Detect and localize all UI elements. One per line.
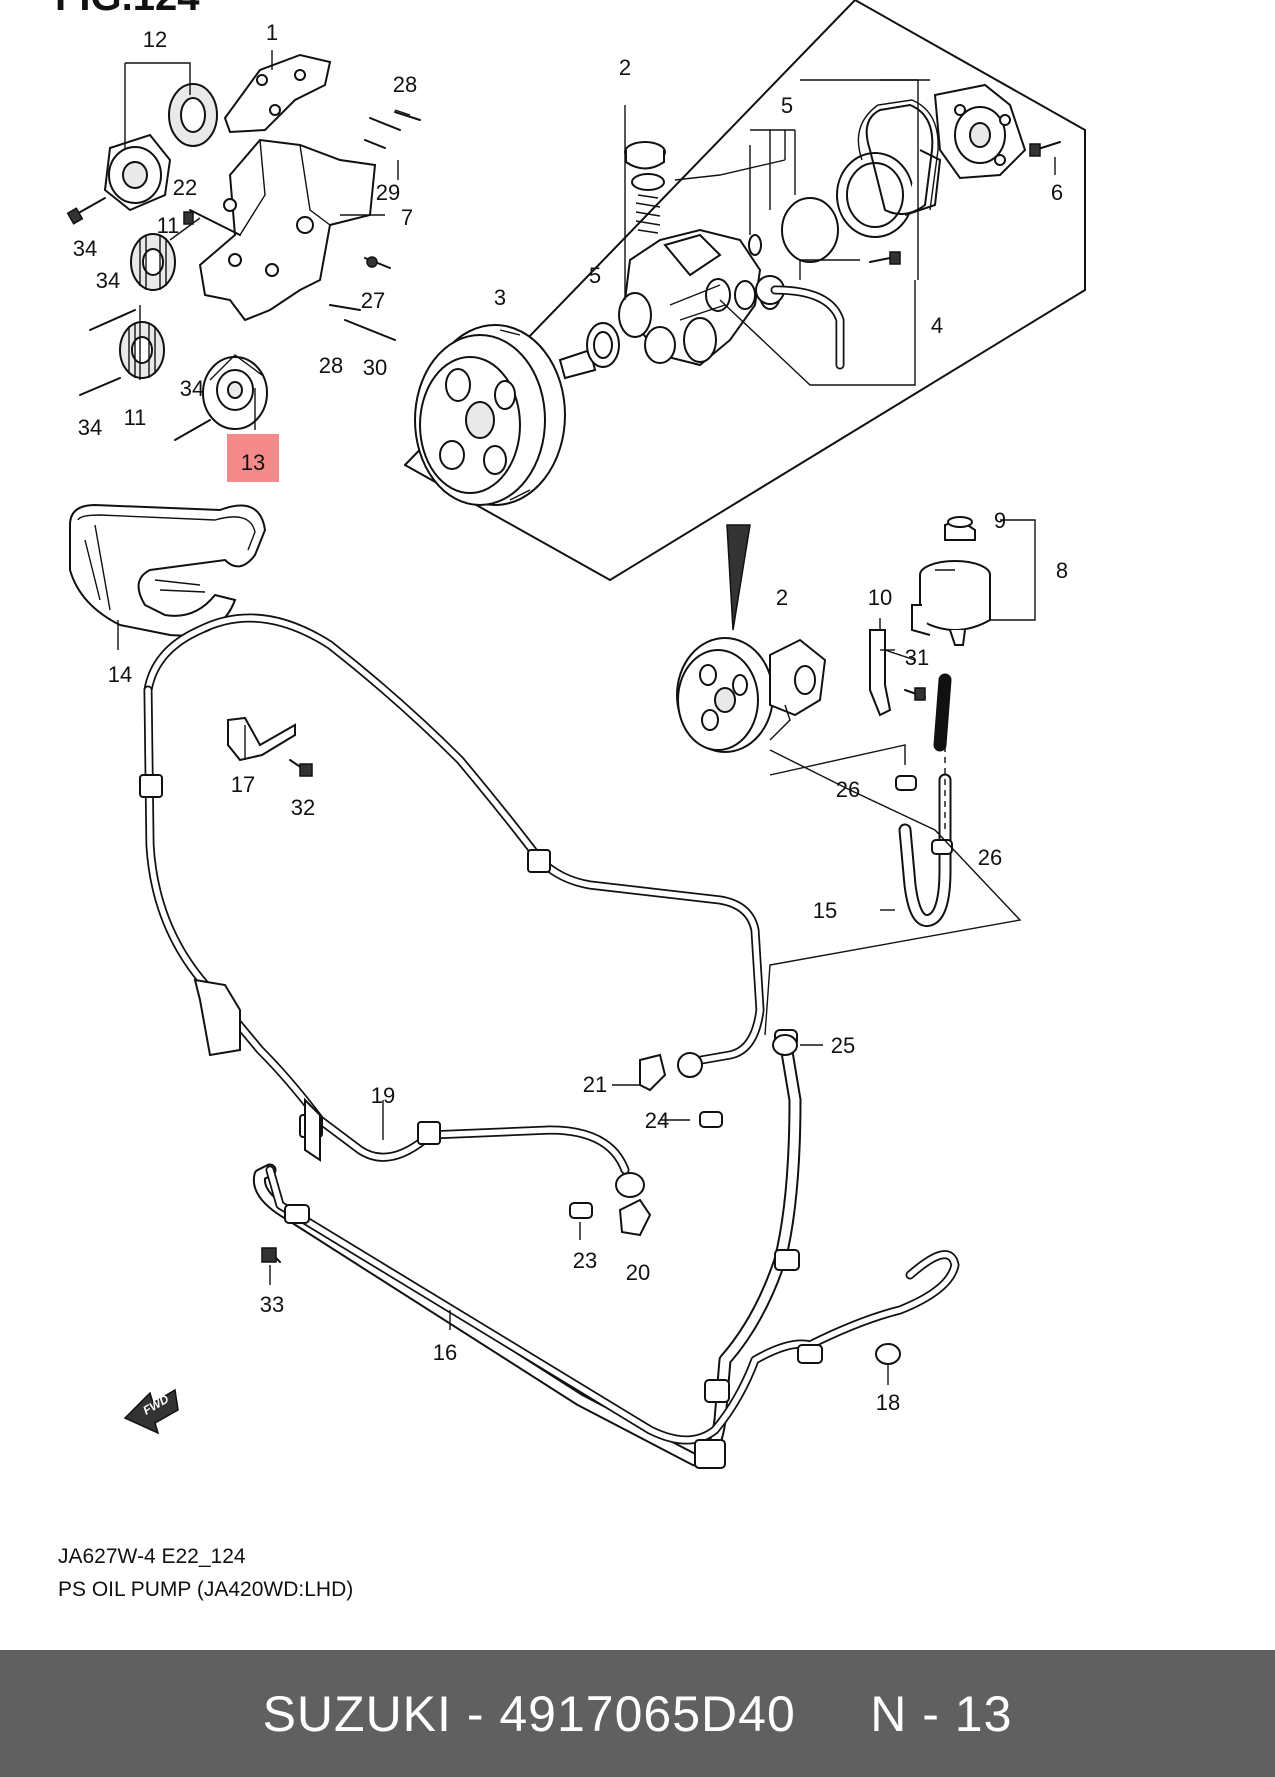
suction-pipe-4	[719, 251, 916, 386]
label-part-12: 12	[143, 27, 167, 52]
label-part-33: 33	[260, 1292, 284, 1317]
label-part-27: 27	[361, 288, 385, 313]
label-part-21: 21	[583, 1072, 607, 1097]
gasket-ring	[857, 99, 939, 215]
label-part-13-highlighted: 13	[241, 450, 265, 475]
footer-text: SUZUKI - 4917065D40 N - 13	[263, 1685, 1013, 1743]
bracket-part-7	[198, 138, 377, 322]
bracket-10	[869, 618, 926, 717]
footer-brand: SUZUKI	[262, 1685, 452, 1742]
label-part-24: 24	[645, 1108, 669, 1133]
pressure-hose-17	[139, 613, 765, 1198]
brackets-20-21	[612, 1053, 667, 1237]
label-part-18: 18	[876, 1390, 900, 1415]
footer-gap	[796, 1686, 870, 1742]
label-part-20: 20	[626, 1260, 650, 1285]
part-labels: 1 2 2 3 4 5 5 6 7 8 9 10 11 11 12 13 14 …	[73, 20, 1068, 1415]
footer-ref: N - 13	[870, 1685, 1013, 1742]
label-part-2-assembled: 2	[776, 585, 788, 610]
label-part-6: 6	[1051, 180, 1063, 205]
figure-title: FIG.124	[55, 0, 200, 19]
label-part-26-upper: 26	[836, 777, 860, 802]
label-part-34-d: 34	[180, 376, 204, 401]
bolt-6	[1029, 141, 1061, 157]
tensioner-assembly	[66, 83, 218, 225]
footer-separator: -	[451, 1685, 500, 1742]
idler-pulley-13	[202, 354, 268, 430]
caption-description: PS OIL PUMP (JA420WD:LHD)	[58, 1578, 353, 1601]
idler-pulley-upper	[130, 233, 176, 291]
clamp-25	[772, 1034, 823, 1056]
label-part-5-lower: 5	[589, 263, 601, 288]
footer-bar: SUZUKI - 4917065D40 N - 13	[0, 1650, 1275, 1777]
parts-diagram: FIG.124	[55, 0, 1086, 1601]
label-part-19: 19	[371, 1083, 395, 1108]
cap-and-spring	[624, 141, 786, 234]
label-part-34-a: 34	[73, 236, 97, 261]
label-part-25: 25	[831, 1033, 855, 1058]
label-part-10: 10	[868, 585, 892, 610]
label-part-30: 30	[363, 355, 387, 380]
label-part-23: 23	[573, 1248, 597, 1273]
label-part-31: 31	[905, 645, 929, 670]
hose-15	[769, 673, 953, 927]
label-part-14: 14	[108, 662, 132, 687]
exploded-view-drawing: FIG.124	[55, 0, 1086, 1601]
label-part-3: 3	[494, 285, 506, 310]
label-part-2: 2	[619, 55, 631, 80]
label-part-34-b: 34	[96, 268, 120, 293]
highlight-box	[227, 434, 279, 482]
label-part-1: 1	[266, 20, 278, 45]
label-part-11-upper: 11	[157, 213, 180, 238]
bolts-23-24	[569, 1111, 723, 1240]
label-part-7: 7	[401, 205, 413, 230]
seal-5	[586, 322, 620, 368]
idler-pulley-lower	[119, 321, 165, 379]
label-part-28-lower: 28	[319, 353, 343, 378]
bolts-left	[79, 111, 421, 441]
clamp-17	[227, 716, 313, 777]
pump-body	[618, 228, 762, 367]
label-part-16: 16	[433, 1340, 457, 1365]
label-part-32: 32	[291, 795, 315, 820]
label-part-5-upper: 5	[781, 93, 793, 118]
assembled-pump-2	[676, 524, 827, 753]
footer-part-number: 4917065D40	[499, 1685, 796, 1742]
leaders-pump-box	[624, 79, 1056, 300]
label-part-15: 15	[813, 898, 837, 923]
bracket-part-1	[223, 53, 332, 134]
pump-pulley-3	[414, 324, 597, 506]
leader-19	[382, 1100, 451, 1330]
label-part-8: 8	[1056, 558, 1068, 583]
label-part-17: 17	[231, 772, 255, 797]
label-part-4: 4	[931, 313, 943, 338]
label-part-26-lower: 26	[978, 845, 1002, 870]
pump-cover	[933, 83, 1027, 180]
label-part-29: 29	[376, 180, 400, 205]
leader-lines-left	[124, 50, 411, 430]
return-hose-16	[252, 749, 1022, 1469]
label-part-22: 22	[173, 175, 197, 200]
drive-belt-14	[69, 503, 267, 650]
label-part-28-upper: 28	[393, 72, 417, 97]
clamp-18	[875, 1343, 901, 1385]
label-part-11-lower: 11	[124, 405, 147, 430]
fwd-arrow: FWD	[123, 1388, 179, 1435]
reservoir-8	[911, 516, 1036, 646]
bolt-33	[261, 1247, 281, 1285]
label-part-9: 9	[994, 508, 1006, 533]
label-part-34-c: 34	[78, 415, 102, 440]
caption-code: JA627W-4 E22_124	[58, 1545, 246, 1568]
